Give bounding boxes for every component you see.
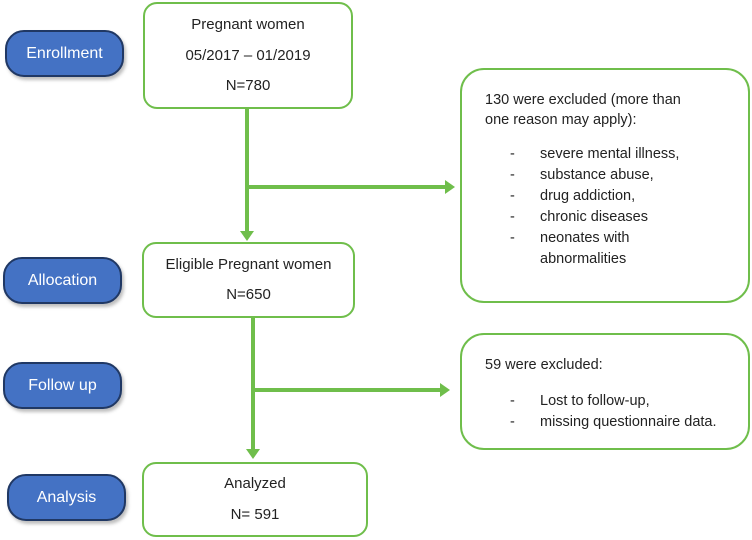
exclusion-list: - severe mental illness, - substance abu… (485, 144, 736, 270)
exclusion-item: - missing questionnaire data. (510, 412, 736, 433)
arrow-branch-to-excluded-130 (249, 185, 446, 189)
exclusion-list: - Lost to follow-up, - missing questionn… (485, 391, 736, 433)
arrowhead-right-icon (440, 383, 450, 397)
stage-label-enrollment: Enrollment (26, 44, 103, 62)
exclusion-item: - substance abuse, (510, 165, 736, 186)
dash-bullet: - (510, 188, 515, 204)
exclusion-item-text: Lost to follow-up, (540, 393, 650, 409)
exclusion-box-follow-up: 59 were excluded: - Lost to follow-up, -… (460, 333, 750, 450)
dash-bullet: - (510, 393, 515, 409)
flow-box-line: Analyzed (224, 475, 286, 493)
exclusion-item-text: missing questionnaire data. (540, 414, 717, 430)
exclusion-item-text: severe mental illness, (540, 146, 680, 162)
stage-pill-follow-up: Follow up (3, 362, 122, 409)
flow-box-line: Eligible Pregnant women (165, 255, 332, 273)
arrowhead-down-icon (246, 449, 260, 459)
dash-bullet: - (510, 167, 515, 183)
stage-label-follow-up: Follow up (28, 376, 97, 394)
arrow-branch-to-excluded-59 (253, 388, 441, 392)
exclusion-item-text: substance abuse, (540, 167, 654, 183)
flow-box-analyzed: Analyzed N= 591 (142, 462, 368, 537)
stage-pill-analysis: Analysis (7, 474, 126, 521)
stage-label-analysis: Analysis (36, 488, 97, 506)
exclusion-item: - chronic diseases (510, 207, 736, 228)
flow-box-line: N=650 (226, 286, 271, 304)
dash-bullet: - (510, 230, 515, 246)
stage-label-allocation: Allocation (27, 271, 98, 289)
exclusion-item-text: neonates with abnormalities (540, 230, 630, 267)
arrow-pregnant-to-eligible (245, 109, 249, 232)
exclusion-title: 130 were excluded (more than one reason … (485, 92, 681, 128)
stage-pill-enrollment: Enrollment (5, 30, 124, 77)
stage-pill-allocation: Allocation (3, 257, 122, 304)
flow-box-pregnant-women: Pregnant women 05/2017 – 01/2019 N=780 (143, 2, 353, 109)
exclusion-item: - neonates with abnormalities (510, 228, 736, 270)
flow-box-eligible-pregnant-women: Eligible Pregnant women N=650 (142, 242, 355, 318)
flow-box-line: N= 591 (230, 505, 280, 523)
exclusion-title: 59 were excluded: (485, 357, 603, 373)
arrow-eligible-to-analyzed (251, 316, 255, 450)
dash-bullet: - (510, 146, 515, 162)
exclusion-item: - drug addiction, (510, 186, 736, 207)
arrowhead-down-icon (240, 231, 254, 241)
dash-bullet: - (510, 414, 515, 430)
flow-box-line: 05/2017 – 01/2019 (185, 46, 311, 64)
exclusion-item-text: chronic diseases (540, 209, 648, 225)
exclusion-item-text: drug addiction, (540, 188, 636, 204)
arrowhead-right-icon (445, 180, 455, 194)
flow-box-line: Pregnant women (191, 15, 305, 33)
exclusion-item: - severe mental illness, (510, 144, 736, 165)
dash-bullet: - (510, 209, 515, 225)
exclusion-item: - Lost to follow-up, (510, 391, 736, 412)
exclusion-box-enrollment: 130 were excluded (more than one reason … (460, 68, 750, 303)
flow-box-line: N=780 (225, 77, 271, 95)
